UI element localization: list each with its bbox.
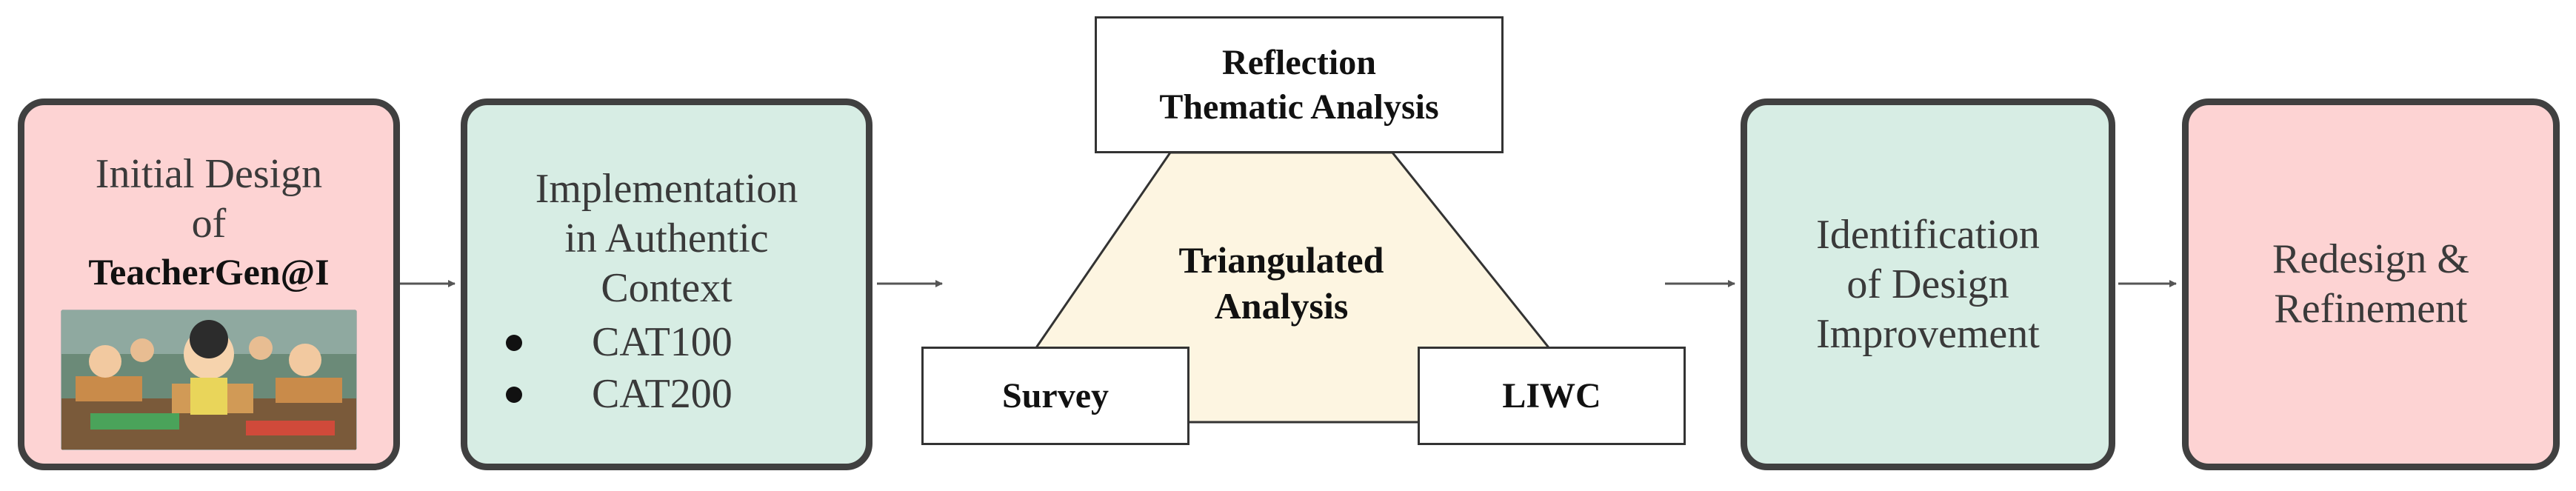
triangle-line2: Analysis — [1214, 285, 1349, 327]
identification-box: Identification of Design Improvement — [1741, 98, 2115, 470]
redesign-line2: Refinement — [2274, 286, 2468, 332]
implementation-line2: in Authentic — [564, 216, 769, 261]
course-label: CAT200 — [592, 371, 733, 417]
identification-line3: Improvement — [1816, 310, 2040, 357]
teachergen-brand: TeacherGen@I — [88, 251, 330, 293]
course-label: CAT100 — [592, 319, 733, 365]
survey-label: Survey — [1002, 375, 1109, 415]
classroom-illustration — [61, 310, 357, 450]
initial-design-line2: of — [191, 201, 227, 247]
triangulated-analysis-label: Triangulated Analysis — [1096, 237, 1466, 329]
bullet-icon — [506, 387, 522, 403]
identification-line2: of Design — [1846, 261, 2009, 307]
course-list: CAT100 CAT200 — [467, 316, 866, 420]
list-item: CAT100 — [467, 316, 866, 368]
initial-design-box: Initial Design of TeacherGen@I — [18, 98, 400, 470]
list-item: CAT200 — [467, 368, 866, 420]
survey-box: Survey — [921, 347, 1189, 445]
initial-design-line1: Initial Design — [95, 151, 323, 197]
implementation-box: Implementation in Authentic Context CAT1… — [461, 98, 872, 470]
reflection-line1: Reflection — [1222, 42, 1376, 82]
reflection-line2: Thematic Analysis — [1159, 87, 1439, 127]
redesign-line1: Redesign & — [2272, 236, 2469, 282]
bullet-icon — [506, 335, 522, 351]
reflection-box: Reflection Thematic Analysis — [1095, 16, 1504, 153]
liwc-label: LIWC — [1502, 375, 1601, 415]
redesign-box: Redesign & Refinement — [2182, 98, 2560, 470]
identification-line1: Identification — [1816, 211, 2040, 258]
implementation-line3: Context — [601, 265, 733, 311]
implementation-line1: Implementation — [535, 166, 798, 212]
liwc-box: LIWC — [1418, 347, 1686, 445]
triangle-line1: Triangulated — [1178, 239, 1384, 281]
